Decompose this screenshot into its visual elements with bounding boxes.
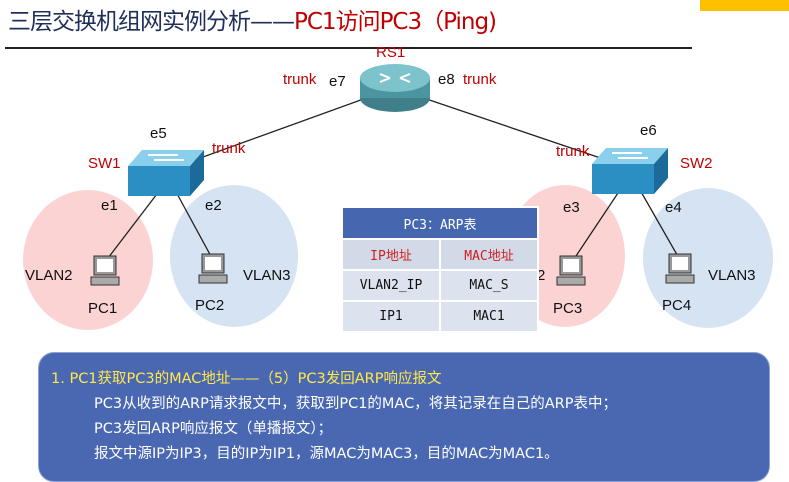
pc3-computer-icon	[556, 255, 586, 286]
switch-sw1-icon	[128, 150, 204, 196]
explanation-box: 1. PC1获取PC3的MAC地址——（5）PC3发回ARP响应报文 PC3从收…	[38, 352, 770, 482]
port-e2: e2	[205, 197, 222, 214]
vlan3-right-area	[643, 188, 773, 328]
arp-cell: MAC1	[439, 300, 539, 333]
vlan2-left-area	[23, 190, 153, 330]
pc4-label: PC4	[662, 297, 692, 314]
title-main: 三层交换机组网实例分析——	[8, 9, 295, 35]
switch-sw2-icon	[592, 148, 668, 194]
arp-header-ip: IP地址	[341, 238, 441, 271]
arp-cell: MAC_S	[439, 269, 539, 302]
note-line: 报文中源IP为IP3，目的IP为IP1，源MAC为MAC3，目的MAC为MAC1…	[94, 446, 559, 462]
sw2-label: SW2	[680, 155, 713, 172]
vlan3-label-right: VLAN3	[708, 267, 756, 284]
trunk-label-sw1: trunk	[212, 140, 246, 157]
arp-table-title: PC3：ARP表	[341, 206, 539, 240]
orange-corner-decoration	[700, 0, 789, 11]
vlan3-left-area	[170, 185, 298, 327]
vlan2-label-left: VLAN2	[25, 267, 73, 284]
port-e3: e3	[563, 199, 580, 216]
trunk-label-e7: trunk	[283, 71, 317, 88]
topology-links	[104, 87, 681, 263]
pc4-computer-icon	[665, 253, 695, 284]
port-e1: e1	[101, 197, 118, 214]
arp-cell: VLAN2_IP	[341, 269, 441, 302]
port-e8: e8	[438, 71, 455, 88]
note-heading: 1. PC1获取PC3的MAC地址——（5）PC3发回ARP响应报文	[51, 371, 442, 387]
trunk-label-sw2: trunk	[556, 143, 590, 160]
pc2-computer-icon	[198, 253, 228, 284]
note-line: PC3发回ARP响应报文（单播报文）；	[94, 421, 333, 437]
title-divider	[5, 47, 692, 49]
arp-header-mac: MAC地址	[439, 238, 539, 271]
port-e4: e4	[665, 199, 682, 216]
pc3-label: PC3	[553, 300, 583, 317]
port-e5: e5	[150, 125, 167, 142]
pc1-label: PC1	[88, 300, 118, 317]
port-e6: e6	[640, 122, 657, 139]
note-line: PC3从收到的ARP请求报文中，获取到PC1的MAC，将其记录在自己的ARP表中…	[94, 396, 617, 412]
pc1-computer-icon	[90, 255, 120, 286]
title-highlight: PC1访问PC3（Ping)	[294, 9, 497, 35]
pc2-label: PC2	[195, 297, 225, 314]
router-icon	[360, 64, 430, 112]
port-e7: e7	[329, 73, 346, 90]
vlan2-label-right-partial: 2	[537, 267, 546, 284]
router-label: RS1	[376, 44, 406, 61]
arp-cell: IP1	[341, 300, 441, 333]
vlan3-label-left: VLAN3	[243, 267, 291, 284]
trunk-label-e8: trunk	[463, 71, 497, 88]
sw1-label: SW1	[88, 155, 121, 172]
page-title: 三层交换机组网实例分析——PC1访问PC3（Ping)	[8, 2, 497, 36]
